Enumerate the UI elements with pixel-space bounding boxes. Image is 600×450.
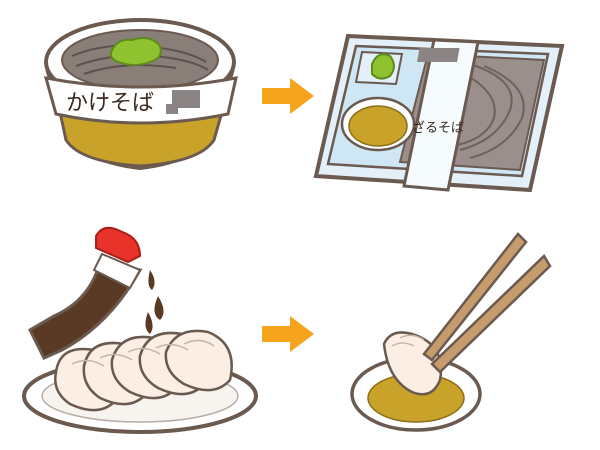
zaru-soba-label: ざるそば [412, 120, 464, 136]
arrow-top [262, 78, 314, 114]
cup-label-band [43, 76, 238, 125]
tray-noodle-strands [451, 63, 525, 159]
cup-label-blur-2 [166, 104, 178, 114]
held-gyoza [382, 331, 443, 396]
arrow-bottom [262, 316, 314, 352]
soy-sauce-bottle [28, 226, 164, 360]
gyoza-5 [164, 329, 233, 392]
held-gyoza-pleats [391, 334, 425, 347]
gyoza-pleats [71, 339, 215, 367]
bottle-cap [95, 226, 142, 264]
arrow-right-icon [262, 78, 314, 114]
gyoza-plate [22, 329, 258, 434]
dipping-dish-scene [350, 232, 552, 432]
soy-drop-3 [145, 312, 153, 334]
soy-drop-2 [154, 296, 164, 320]
kake-soba-cup: かけそば [43, 18, 238, 171]
kake-soba-label: かけそば [66, 91, 154, 116]
cup-label-blur-1 [172, 90, 200, 108]
bottle-neck [92, 252, 142, 290]
tray-wasabi [371, 53, 395, 80]
chopstick-2 [430, 254, 552, 374]
soy-drop-1 [148, 270, 155, 290]
tray-band-blur [417, 48, 460, 62]
arrow-right-icon [262, 316, 314, 352]
bottle-body [28, 260, 143, 360]
chopstick-1 [422, 232, 528, 362]
tray-band [402, 38, 480, 192]
cup-green-onion [109, 37, 162, 66]
zaru-soba-tray: ざるそば [313, 33, 565, 193]
tray-sauce [348, 105, 408, 147]
